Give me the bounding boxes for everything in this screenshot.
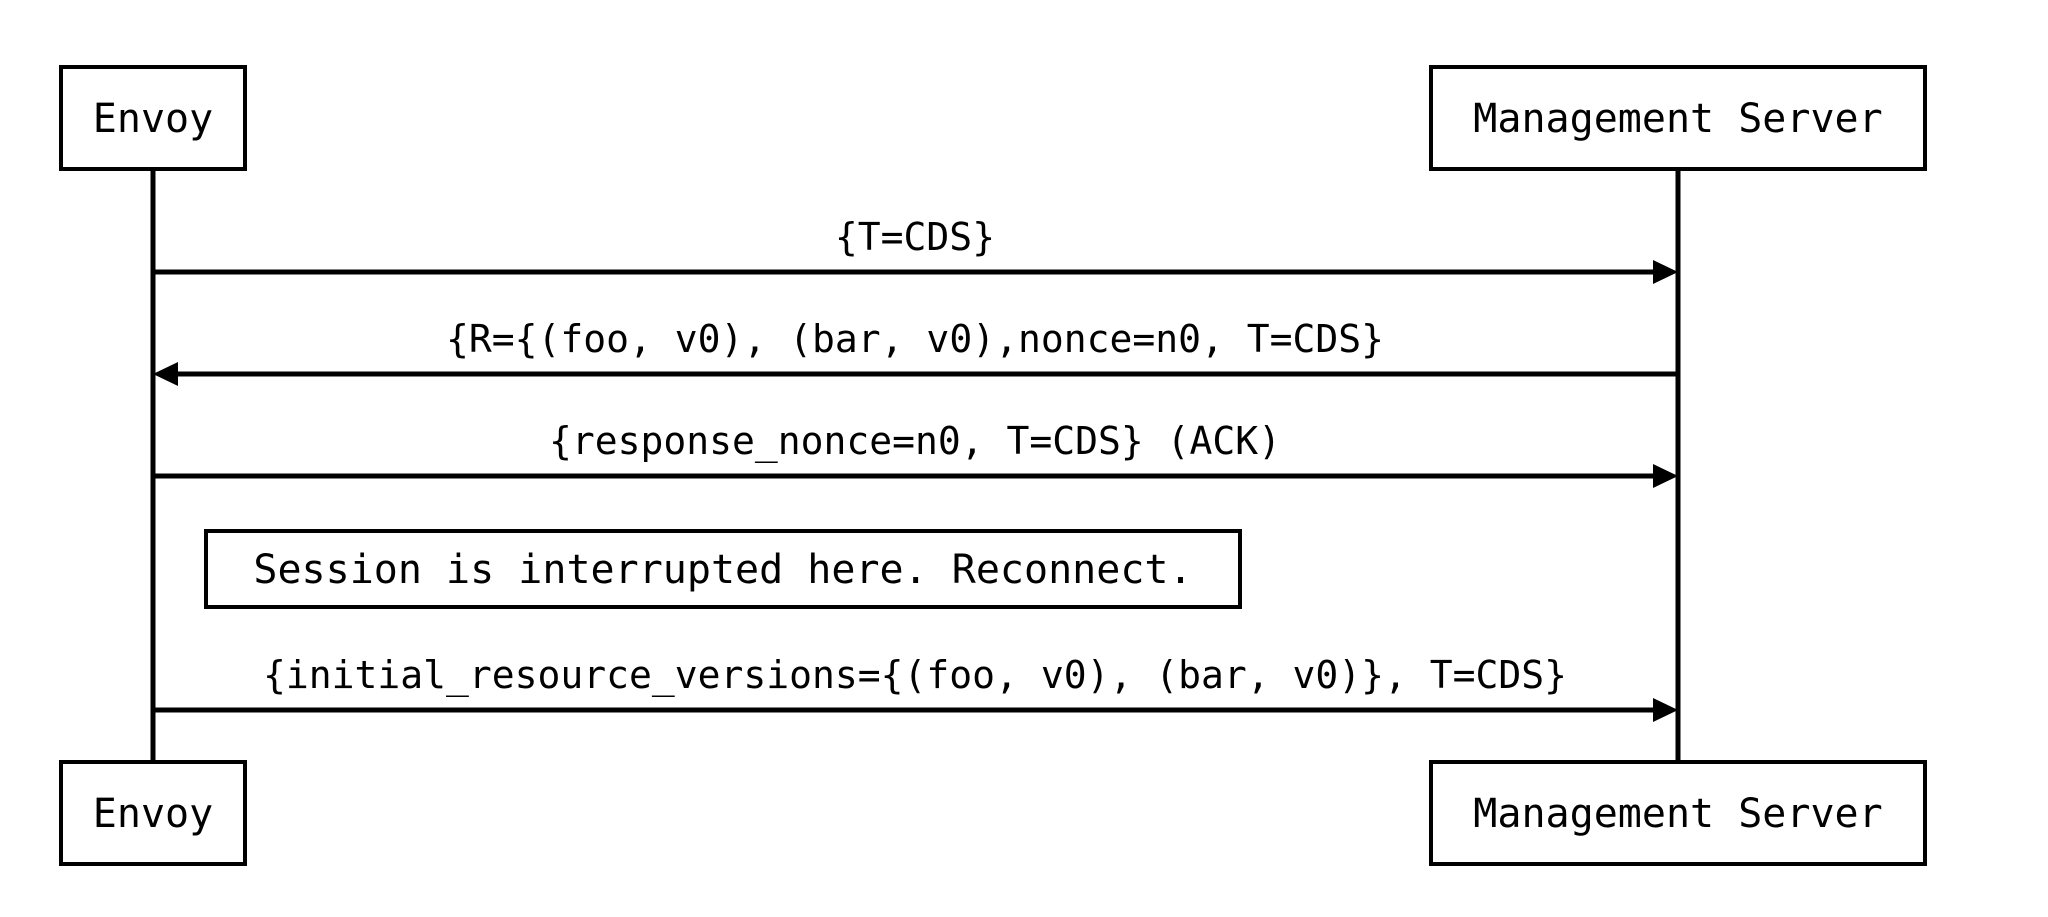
- arrowhead-icon: [153, 362, 178, 386]
- message-label: {initial_resource_versions={(foo, v0), (…: [263, 653, 1567, 698]
- note-text: Session is interrupted here. Reconnect.: [253, 547, 1192, 593]
- note-session-interrupted: Session is interrupted here. Reconnect.: [204, 529, 1242, 609]
- arrowhead-icon: [1653, 260, 1678, 284]
- participant-server-top: Management Server: [1429, 65, 1927, 171]
- message-label: {T=CDS}: [835, 215, 995, 259]
- arrowhead-icon: [1653, 698, 1678, 722]
- message-4: {initial_resource_versions={(foo, v0), (…: [153, 653, 1678, 722]
- message-2: {R={(foo, v0), (bar, v0),nonce=n0, T=CDS…: [153, 317, 1678, 386]
- participant-label: Envoy: [93, 96, 213, 142]
- message-label: {response_nonce=n0, T=CDS} (ACK): [549, 419, 1281, 464]
- participant-server-bottom: Management Server: [1429, 760, 1927, 866]
- participant-label: Management Server: [1473, 96, 1882, 142]
- participant-envoy-top: Envoy: [59, 65, 247, 171]
- participant-envoy-bottom: Envoy: [59, 760, 247, 866]
- message-3: {response_nonce=n0, T=CDS} (ACK): [153, 419, 1678, 488]
- message-1: {T=CDS}: [153, 215, 1678, 284]
- message-label: {R={(foo, v0), (bar, v0),nonce=n0, T=CDS…: [446, 317, 1384, 361]
- arrowhead-icon: [1653, 464, 1678, 488]
- participant-label: Envoy: [93, 791, 213, 837]
- participant-label: Management Server: [1473, 791, 1882, 837]
